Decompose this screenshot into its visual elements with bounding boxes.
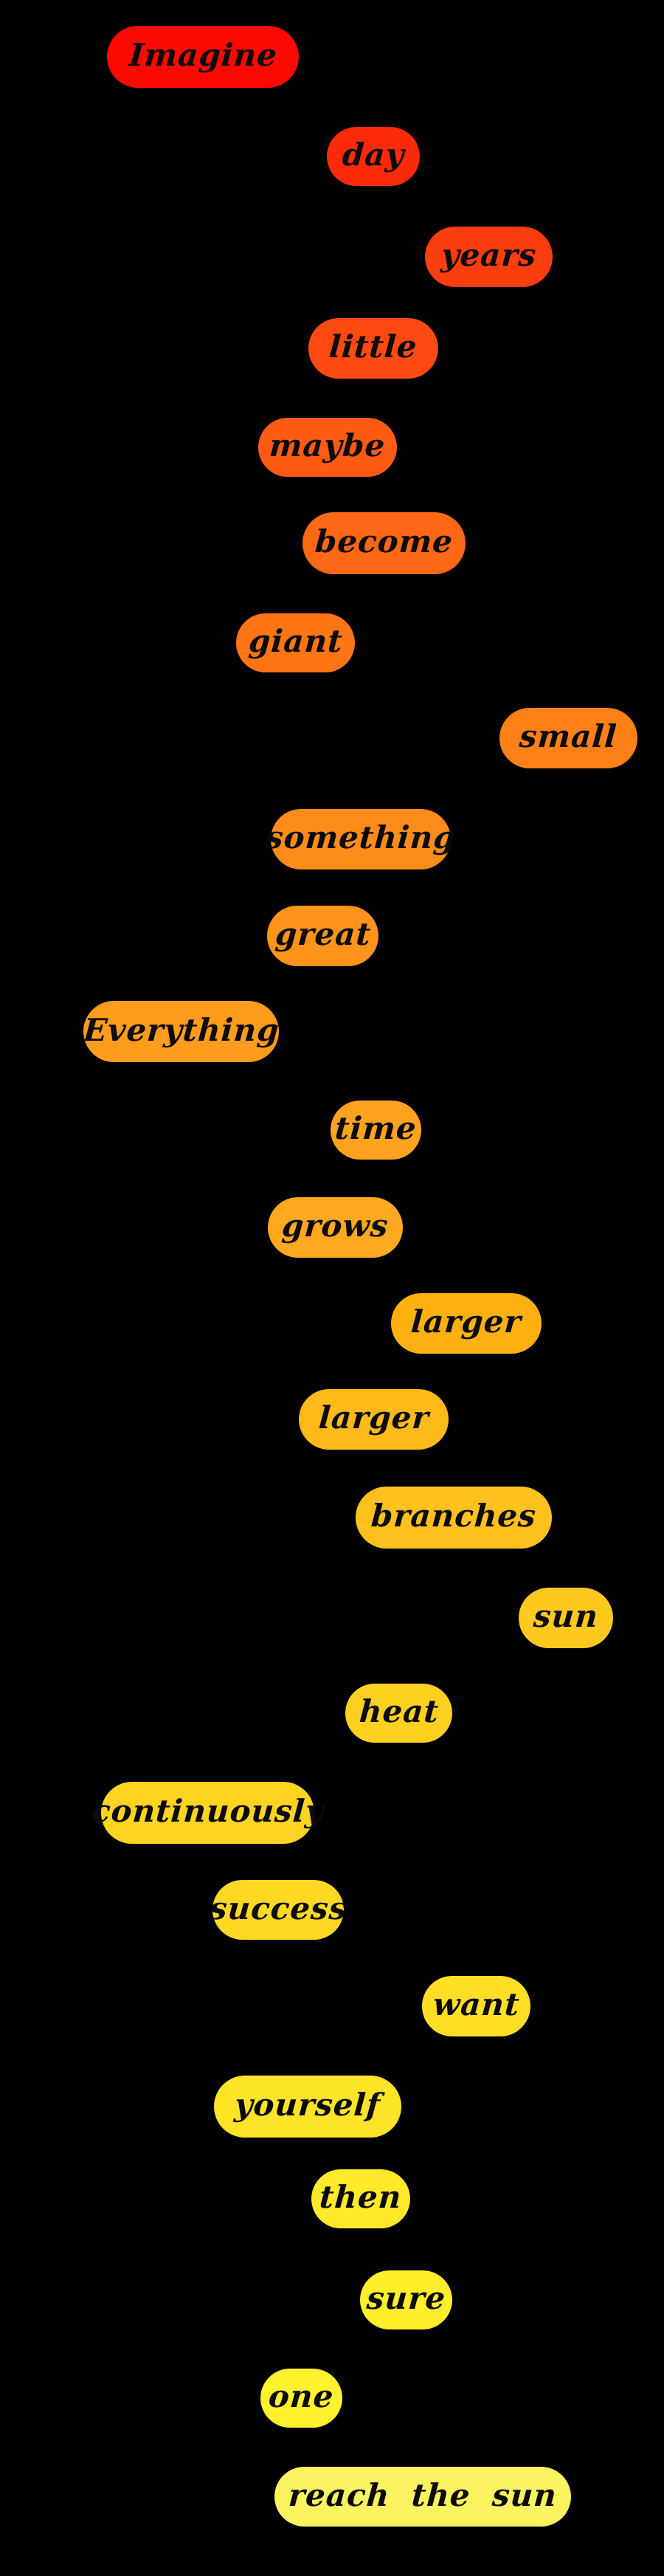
word-pill: Imagine xyxy=(107,26,299,88)
word-label: want xyxy=(432,1986,522,2022)
word-pill: one xyxy=(260,2369,342,2428)
word-label: time xyxy=(333,1110,418,1146)
word-label: small xyxy=(518,718,619,754)
word-pill: time xyxy=(331,1101,421,1160)
word-pill: years xyxy=(425,227,553,287)
word-pill: giant xyxy=(236,613,355,672)
word-pill: continuously xyxy=(90,1782,325,1844)
word-pill: maybe xyxy=(258,418,397,477)
word-pill: Everything xyxy=(82,1001,281,1062)
word-pill: day xyxy=(327,127,420,186)
word-label: one xyxy=(267,2378,336,2414)
word-pill: branches xyxy=(356,1487,552,1549)
word-pill: yourself xyxy=(214,2076,401,2138)
word-pill: sure xyxy=(360,2270,452,2329)
word-label: great xyxy=(274,916,373,952)
word-pill: success xyxy=(208,1880,348,1940)
word-label: reach the sun xyxy=(287,2476,558,2513)
word-label: grows xyxy=(280,1208,390,1244)
word-label: giant xyxy=(247,623,345,659)
word-pill: grows xyxy=(268,1197,403,1258)
word-pill: want xyxy=(422,1976,530,2036)
word-pill: heat xyxy=(345,1684,452,1743)
word-label: branches xyxy=(370,1498,538,1534)
word-pill: then xyxy=(311,2169,410,2228)
word-pill: little xyxy=(308,318,438,379)
word-label: sure xyxy=(365,2280,447,2316)
word-label: sun xyxy=(532,1598,600,1634)
word-pill: larger xyxy=(391,1293,542,1354)
word-label: something xyxy=(264,819,457,855)
word-label: larger xyxy=(317,1399,431,1436)
word-label: continuously xyxy=(90,1793,325,1829)
word-label: then xyxy=(318,2179,404,2215)
word-pill: something xyxy=(265,809,457,869)
word-label: Imagine xyxy=(128,37,279,73)
word-label: heat xyxy=(358,1693,440,1729)
word-label: larger xyxy=(409,1304,523,1340)
word-label: yourself xyxy=(233,2087,382,2123)
word-pill: small xyxy=(499,708,637,768)
word-pill: become xyxy=(302,512,466,574)
word-label: Everything xyxy=(82,1011,281,1048)
word-pill: reach the sun xyxy=(274,2467,571,2527)
word-label: little xyxy=(328,328,419,365)
word-label: maybe xyxy=(268,427,387,464)
word-pill: great xyxy=(267,906,378,966)
word-pill: sun xyxy=(519,1588,613,1648)
word-label: years xyxy=(440,237,538,273)
word-label: become xyxy=(314,523,454,559)
word-pill: larger xyxy=(299,1389,449,1450)
word-label: day xyxy=(341,137,406,173)
word-label: success xyxy=(208,1890,349,1926)
